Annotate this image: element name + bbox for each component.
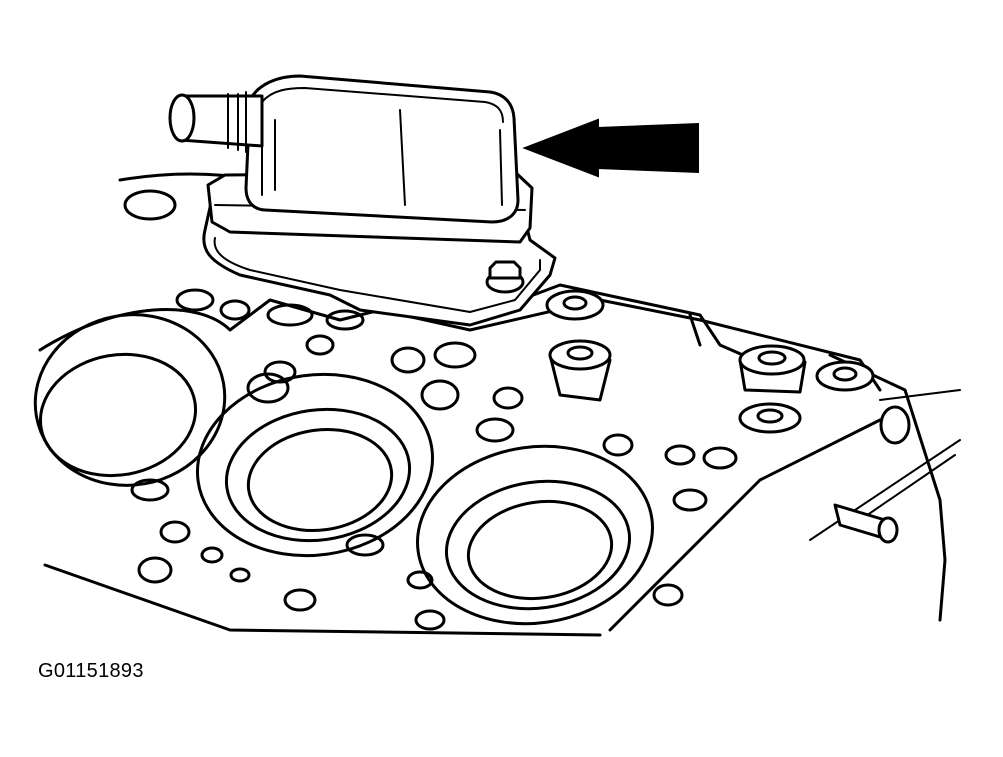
figure-id-label: G01151893 [38,660,144,682]
mounting-bolt [485,260,525,294]
cylinder-bore-2 [195,372,435,558]
mounting-boss [815,360,875,392]
mounting-boss [548,339,612,402]
mounting-bosses [545,289,911,445]
oil-cooler [168,74,557,327]
oil-cooler-housing [244,74,520,224]
cylinder-bore-1 [33,313,227,487]
mounting-boss [738,344,807,394]
mounting-boss [879,405,911,445]
mounting-boss [545,289,605,321]
oil-cooler-pipe [168,91,264,153]
mounting-boss [738,402,802,434]
cylinder-bore-3 [416,444,654,626]
dowel-pin [833,503,899,544]
coolant-passages [123,189,738,631]
arrow-left-icon [522,118,699,178]
cylinder-bores [33,313,654,626]
